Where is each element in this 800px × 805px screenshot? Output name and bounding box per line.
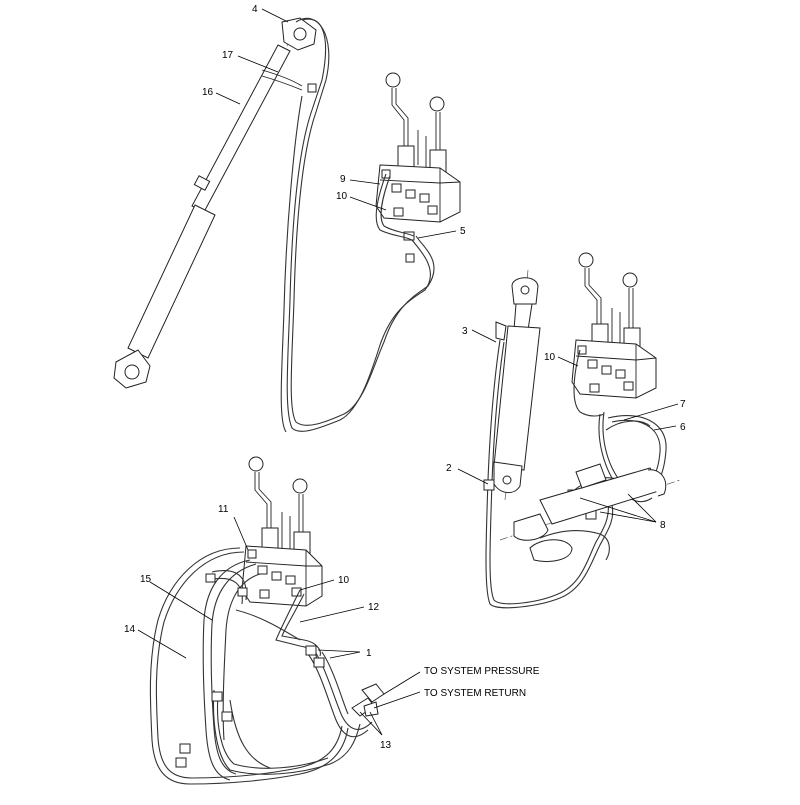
- leaders: [137, 8, 679, 736]
- cylinder-16: [113, 17, 317, 389]
- callout-5: 5: [460, 226, 466, 237]
- callout-10-top: 10: [336, 191, 348, 202]
- callout-17: 17: [222, 50, 234, 61]
- callout-3: 3: [462, 326, 468, 337]
- note-system-pressure: TO SYSTEM PRESSURE: [424, 666, 540, 677]
- control-valve-right: [571, 252, 657, 417]
- callout-labels: 1 2 3 4 5 6 7 8 9 10 10 10 11 12 13 14 1…: [124, 4, 686, 751]
- callout-11: 11: [218, 504, 229, 515]
- hoses-bottom: [149, 547, 385, 785]
- callout-8: 8: [660, 520, 666, 531]
- callout-10-bottom: 10: [338, 575, 350, 586]
- callout-9: 9: [340, 174, 346, 185]
- control-valve-top: [375, 72, 461, 241]
- cylinder-horizontal-right: [499, 463, 681, 562]
- control-valve-bottom: [241, 456, 323, 607]
- callout-16: 16: [202, 87, 214, 98]
- note-system-return: TO SYSTEM RETURN: [424, 688, 526, 699]
- callout-14: 14: [124, 624, 136, 635]
- callout-1: 1: [366, 648, 372, 659]
- callout-6: 6: [680, 422, 686, 433]
- callout-7: 7: [680, 399, 686, 410]
- callout-10-right: 10: [544, 352, 556, 363]
- cylinder-2: [493, 269, 541, 501]
- callout-13: 13: [380, 740, 392, 751]
- callout-12: 12: [368, 602, 380, 613]
- callout-2: 2: [446, 463, 452, 474]
- callout-4: 4: [252, 4, 258, 15]
- hoses-cylinder-16: [280, 17, 435, 433]
- callout-15: 15: [140, 574, 152, 585]
